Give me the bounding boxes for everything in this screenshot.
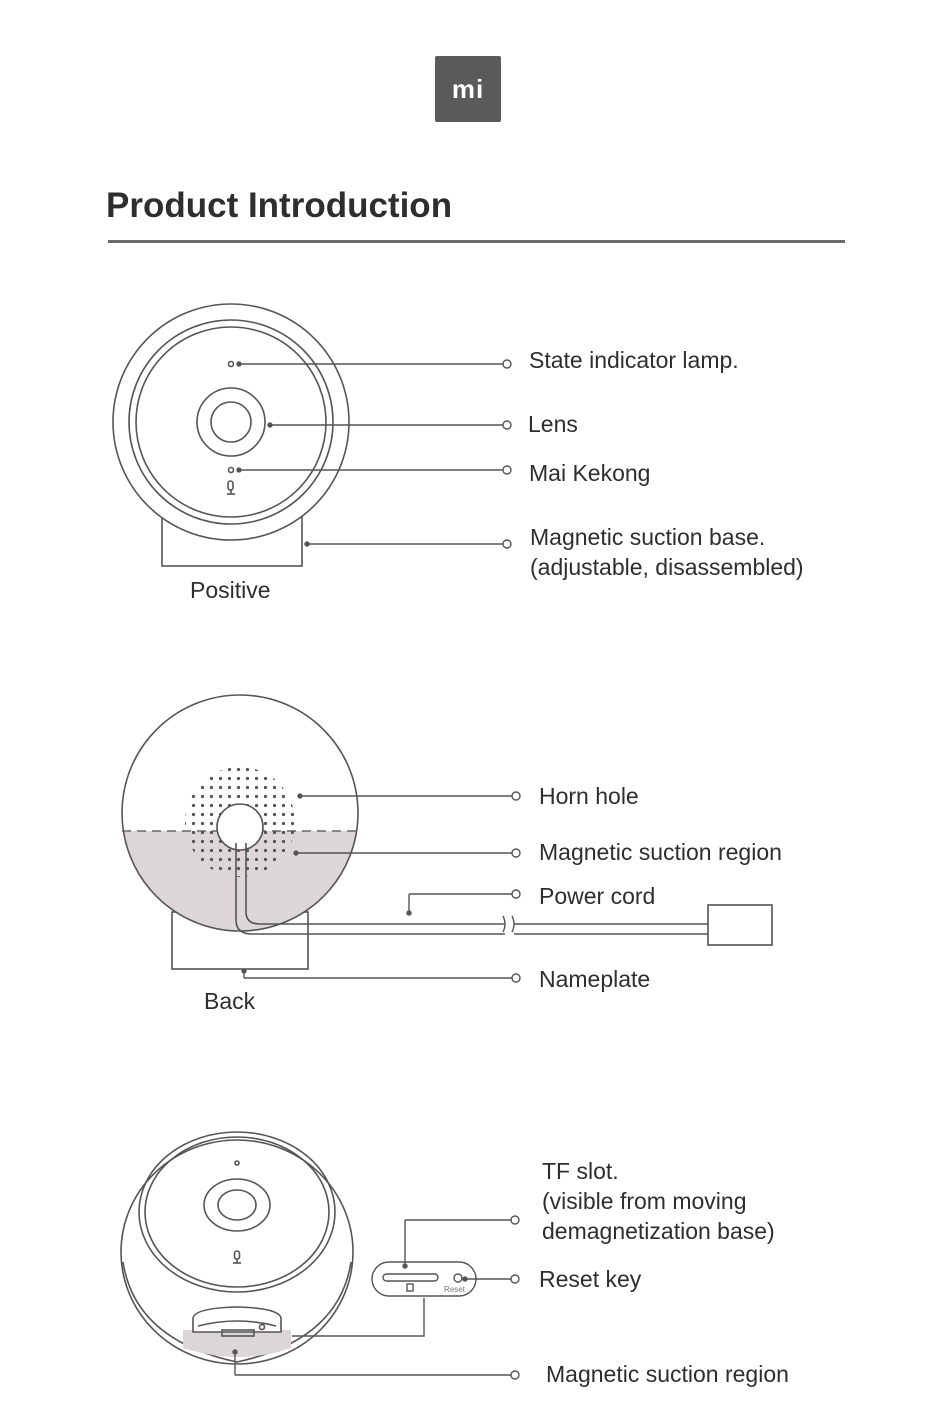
label-mic: Mai Kekong — [529, 460, 651, 486]
front-callout-lines — [236, 359, 512, 549]
bottom-callout-lines — [232, 1215, 520, 1380]
label-magnetic-base-line1: Magnetic suction base. — [530, 524, 766, 550]
back-view-camera — [121, 694, 773, 970]
label-magnetic-base-line2: (adjustable, disassembled) — [530, 554, 804, 580]
label-bottom-magnetic-suction-region: Magnetic suction region — [546, 1361, 789, 1387]
label-tf-slot-line3: demagnetization base) — [542, 1218, 775, 1244]
label-tf-slot-line1: TF slot. — [542, 1158, 619, 1184]
label-nameplate: Nameplate — [539, 966, 651, 992]
label-power-cord: Power cord — [539, 883, 656, 909]
bottom-view-camera — [120, 1131, 354, 1365]
tf-slot-inset — [292, 1261, 477, 1337]
mi-logo-text: mi — [451, 74, 485, 104]
label-magnetic-suction-region: Magnetic suction region — [539, 839, 782, 865]
reset-mark: Reset — [444, 1285, 466, 1294]
label-horn-hole: Horn hole — [539, 783, 639, 809]
back-callout-lines — [241, 791, 521, 983]
label-tf-slot-line2: (visible from moving — [542, 1188, 747, 1214]
caption-back: Back — [204, 988, 256, 1014]
label-state-indicator-lamp: State indicator lamp. — [529, 347, 739, 373]
caption-front: Positive — [190, 577, 271, 603]
page-title: Product Introduction — [106, 186, 453, 225]
label-lens: Lens — [528, 411, 578, 437]
mi-logo: mi — [435, 56, 501, 122]
title-divider — [108, 240, 845, 243]
label-reset-key: Reset key — [539, 1266, 642, 1292]
front-view-camera — [112, 303, 350, 567]
